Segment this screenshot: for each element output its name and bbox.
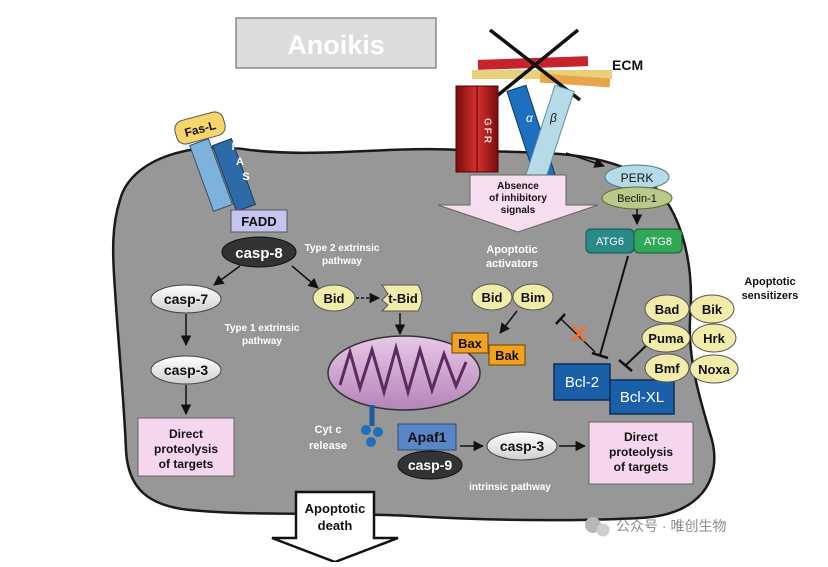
direct-right-box bbox=[588, 421, 694, 485]
hrk-node bbox=[691, 323, 737, 353]
casp7-node bbox=[150, 284, 222, 314]
cytc-dot-3 bbox=[366, 437, 376, 447]
bad-node bbox=[644, 294, 690, 324]
absence-signal-arrow bbox=[437, 174, 599, 233]
bak-label: Bak bbox=[495, 348, 520, 363]
perk-label: PERK bbox=[621, 171, 654, 185]
bmf-label: Bmf bbox=[654, 361, 680, 376]
bax-box bbox=[451, 332, 489, 354]
casp9-node bbox=[397, 450, 463, 480]
bak-box bbox=[488, 344, 526, 366]
fas-receptor-a bbox=[188, 138, 234, 212]
fadd-label: FADD bbox=[241, 214, 276, 229]
bid-activator-node bbox=[471, 283, 513, 311]
noxa-label: Noxa bbox=[698, 362, 731, 377]
ecm-matrix: ECM bbox=[472, 28, 643, 102]
bim-node bbox=[512, 283, 554, 311]
fas-ligand bbox=[174, 111, 226, 145]
atg8-box bbox=[633, 228, 683, 254]
atg-inhibition-line bbox=[599, 255, 629, 356]
casp3-left-node bbox=[150, 355, 222, 385]
bid-activator-label: Bid bbox=[482, 290, 503, 305]
bid-node bbox=[312, 284, 356, 312]
tbid-node bbox=[380, 284, 423, 312]
bik-node bbox=[689, 294, 735, 324]
intrinsic-label: intrinsic pathway bbox=[469, 482, 551, 493]
atg8-label: ATG8 bbox=[644, 236, 672, 248]
atg6-label: ATG6 bbox=[596, 236, 624, 248]
puma-label: Puma bbox=[648, 331, 684, 346]
bik-label: Bik bbox=[702, 302, 723, 317]
casp7-label: casp-7 bbox=[164, 291, 209, 307]
direct-left-box bbox=[137, 417, 235, 477]
casp8-label: casp-8 bbox=[235, 245, 283, 262]
gfr-label: GFR bbox=[482, 118, 493, 145]
bmf-node bbox=[644, 353, 690, 383]
bclxl-box bbox=[609, 379, 675, 415]
bim-label: Bim bbox=[521, 290, 546, 305]
blocked-cross bbox=[571, 325, 587, 342]
watermark: 公众号 · 唯创生物 bbox=[585, 517, 726, 537]
watermark-text: 公众号 · 唯创生物 bbox=[616, 518, 726, 534]
mitochondrion-cristae bbox=[338, 342, 468, 398]
cytc-dot-2 bbox=[373, 427, 383, 437]
alpha-label: α bbox=[526, 111, 534, 125]
cytc-dot-1 bbox=[361, 425, 371, 435]
ecm-label: ECM bbox=[612, 57, 643, 73]
casp3-left-label: casp-3 bbox=[164, 362, 209, 378]
puma-node bbox=[641, 323, 691, 353]
diagram-title: Anoikis bbox=[287, 30, 385, 60]
casp9-label: casp-9 bbox=[408, 457, 453, 473]
bclxl-label: Bcl-XL bbox=[620, 389, 664, 406]
fas-receptor-b bbox=[211, 138, 257, 212]
beta-label: β bbox=[549, 111, 557, 125]
hrk-label: Hrk bbox=[703, 331, 725, 346]
apoptotic-death-arrow bbox=[271, 490, 399, 564]
bax-label: Bax bbox=[458, 336, 483, 351]
bcl2-label: Bcl-2 bbox=[565, 374, 599, 391]
apaf1-box bbox=[397, 423, 457, 451]
tbid-label: t-Bid bbox=[388, 291, 418, 306]
casp8-node bbox=[221, 236, 297, 268]
casp3-right-label: casp-3 bbox=[500, 438, 545, 454]
bad-label: Bad bbox=[655, 302, 680, 317]
fadd-box bbox=[230, 209, 288, 233]
bid-label: Bid bbox=[324, 291, 345, 306]
beclin-label: Beclin-1 bbox=[617, 193, 657, 205]
title-box bbox=[235, 17, 437, 69]
casp3-right-node bbox=[486, 431, 558, 461]
bcl2-box bbox=[553, 363, 611, 401]
apaf1-label: Apaf1 bbox=[408, 429, 447, 445]
noxa-node bbox=[689, 354, 739, 384]
